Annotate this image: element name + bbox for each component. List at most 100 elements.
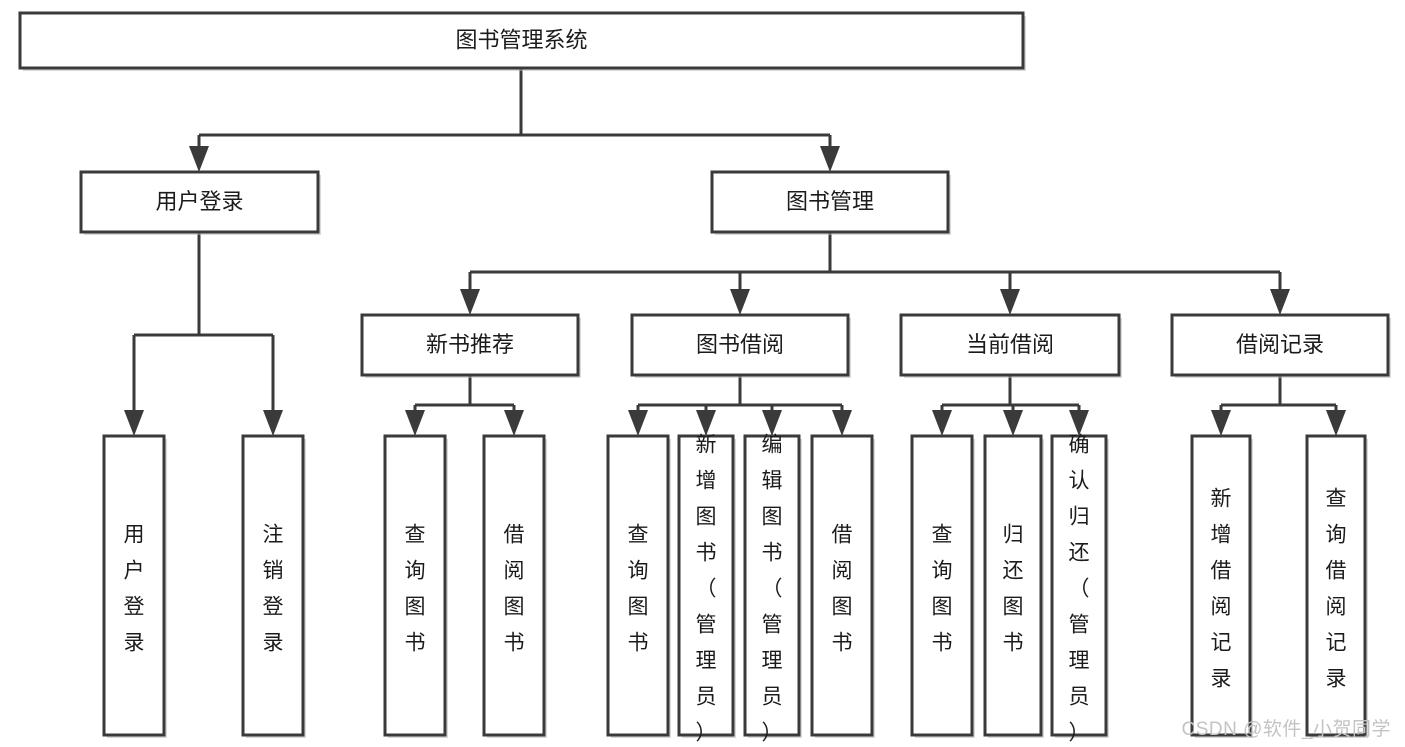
connector-current-borrow-to-leaves — [932, 375, 1089, 436]
node-leaf-query-book-recommend[interactable]: 查询图书 — [383, 434, 448, 738]
node-leaf-edit-book[interactable]: 编辑图书（管理员） — [743, 434, 802, 745]
node-label-char: 理 — [696, 650, 717, 673]
node-leaf-borrow-book-recommend[interactable]: 借阅图书 — [482, 434, 547, 738]
node-border[interactable] — [1190, 434, 1252, 737]
node-label-char: 理 — [1069, 650, 1090, 673]
arrow-head-icon — [460, 289, 480, 315]
node-border[interactable] — [910, 434, 974, 737]
node-label: 确认归还（管理员） — [1069, 434, 1090, 745]
arrow-head-icon — [762, 410, 782, 436]
node-label: 借阅图书 — [832, 524, 853, 655]
node-label-char: 录 — [124, 632, 145, 655]
connector-new-book-recommend-to-leaves — [405, 375, 524, 436]
node-label-char: 书 — [832, 632, 853, 655]
arrow-head-icon — [1211, 410, 1231, 436]
node-label-char: 归 — [1003, 524, 1024, 547]
node-leaf-return-book[interactable]: 归还图书 — [983, 434, 1044, 738]
node-border[interactable] — [102, 434, 166, 737]
node-label-char: 注 — [263, 524, 284, 547]
arrow-head-icon — [263, 410, 283, 436]
node-border[interactable] — [383, 434, 447, 737]
node-label-char: 图 — [932, 596, 953, 619]
node-borrow-record[interactable]: 借阅记录 — [1170, 313, 1391, 378]
arrow-head-icon — [932, 410, 952, 436]
node-label-char: 借 — [504, 524, 525, 547]
node-border[interactable] — [630, 313, 850, 377]
node-label: 注销登录 — [263, 524, 284, 655]
node-border[interactable] — [606, 434, 670, 737]
arrow-head-icon — [696, 410, 716, 436]
node-border[interactable] — [899, 313, 1121, 377]
node-label-char: 阅 — [504, 560, 525, 583]
node-label-char: 图 — [405, 596, 426, 619]
node-label: 借阅记录 — [1236, 332, 1324, 357]
node-label-char: 查 — [1326, 488, 1347, 511]
node-label-char: 书 — [405, 632, 426, 655]
node-border[interactable] — [983, 434, 1043, 737]
node-label-char: 图 — [832, 596, 853, 619]
node-border[interactable] — [677, 434, 735, 737]
node-label-char: 增 — [1211, 524, 1232, 547]
node-leaf-user-logout[interactable]: 注销登录 — [241, 434, 306, 738]
node-leaf-query-book-borrow[interactable]: 查询图书 — [606, 434, 671, 738]
node-user-login[interactable]: 用户登录 — [79, 170, 321, 235]
node-label-char: 书 — [762, 542, 783, 565]
node-border[interactable] — [1050, 434, 1108, 737]
node-border[interactable] — [360, 313, 580, 377]
node-label-char: 管 — [696, 614, 717, 637]
node-label-char: 阅 — [832, 560, 853, 583]
node-label: 新增图书（管理员） — [696, 434, 717, 745]
arrow-head-icon — [1270, 289, 1290, 315]
node-layer: 图书管理系统用户登录图书管理新书推荐图书借阅当前借阅借阅记录用户登录注销登录查询… — [18, 11, 1391, 745]
node-border[interactable] — [710, 170, 950, 234]
node-label-char: 询 — [405, 560, 426, 583]
node-label-char: 图 — [1003, 596, 1024, 619]
node-leaf-query-book-current[interactable]: 查询图书 — [910, 434, 975, 738]
node-label-char: 查 — [932, 524, 953, 547]
node-border[interactable] — [79, 170, 320, 234]
node-label: 新增借阅记录 — [1211, 488, 1232, 691]
node-root[interactable]: 图书管理系统 — [18, 11, 1026, 71]
node-label-char: 还 — [1069, 542, 1090, 565]
node-label: 图书管理 — [786, 189, 874, 214]
connector-root-to-level2 — [189, 68, 840, 172]
node-label-char: 书 — [932, 632, 953, 655]
node-border[interactable] — [743, 434, 801, 737]
node-leaf-user-login[interactable]: 用户登录 — [102, 434, 167, 738]
node-label-char: ） — [1069, 722, 1090, 745]
node-label-char: ） — [696, 722, 717, 745]
node-label-char: 编 — [762, 434, 783, 457]
node-leaf-add-book[interactable]: 新增图书（管理员） — [677, 434, 736, 745]
node-book-management[interactable]: 图书管理 — [710, 170, 951, 235]
node-label-char: 借 — [1211, 560, 1232, 583]
arrow-head-icon — [189, 146, 209, 172]
node-label-char: 查 — [405, 524, 426, 547]
node-label-char: 新 — [696, 434, 717, 457]
node-label-char: 员 — [1069, 686, 1090, 709]
node-label-char: 记 — [1211, 632, 1232, 655]
node-border[interactable] — [1170, 313, 1390, 377]
connector-book-management-to-level3 — [460, 232, 1290, 315]
node-book-borrow[interactable]: 图书借阅 — [630, 313, 851, 378]
node-label-char: 书 — [628, 632, 649, 655]
node-label-char: 图 — [696, 506, 717, 529]
node-leaf-confirm-return[interactable]: 确认归还（管理员） — [1050, 434, 1109, 745]
node-border[interactable] — [810, 434, 874, 737]
node-leaf-query-borrow-record[interactable]: 查询借阅记录 — [1305, 434, 1368, 738]
node-border[interactable] — [18, 11, 1025, 70]
node-label-char: 录 — [1326, 668, 1347, 691]
node-current-borrow[interactable]: 当前借阅 — [899, 313, 1122, 378]
node-leaf-add-borrow-record[interactable]: 新增借阅记录 — [1190, 434, 1253, 738]
arrow-head-icon — [1003, 410, 1023, 436]
node-label-char: 书 — [504, 632, 525, 655]
node-label-char: 询 — [932, 560, 953, 583]
node-new-book-recommend[interactable]: 新书推荐 — [360, 313, 581, 378]
node-label-char: 员 — [762, 686, 783, 709]
node-label: 查询图书 — [405, 524, 426, 655]
node-border[interactable] — [241, 434, 305, 737]
node-label-char: ） — [762, 722, 783, 745]
node-leaf-borrow-book[interactable]: 借阅图书 — [810, 434, 875, 738]
node-border[interactable] — [1305, 434, 1367, 737]
node-border[interactable] — [482, 434, 546, 737]
